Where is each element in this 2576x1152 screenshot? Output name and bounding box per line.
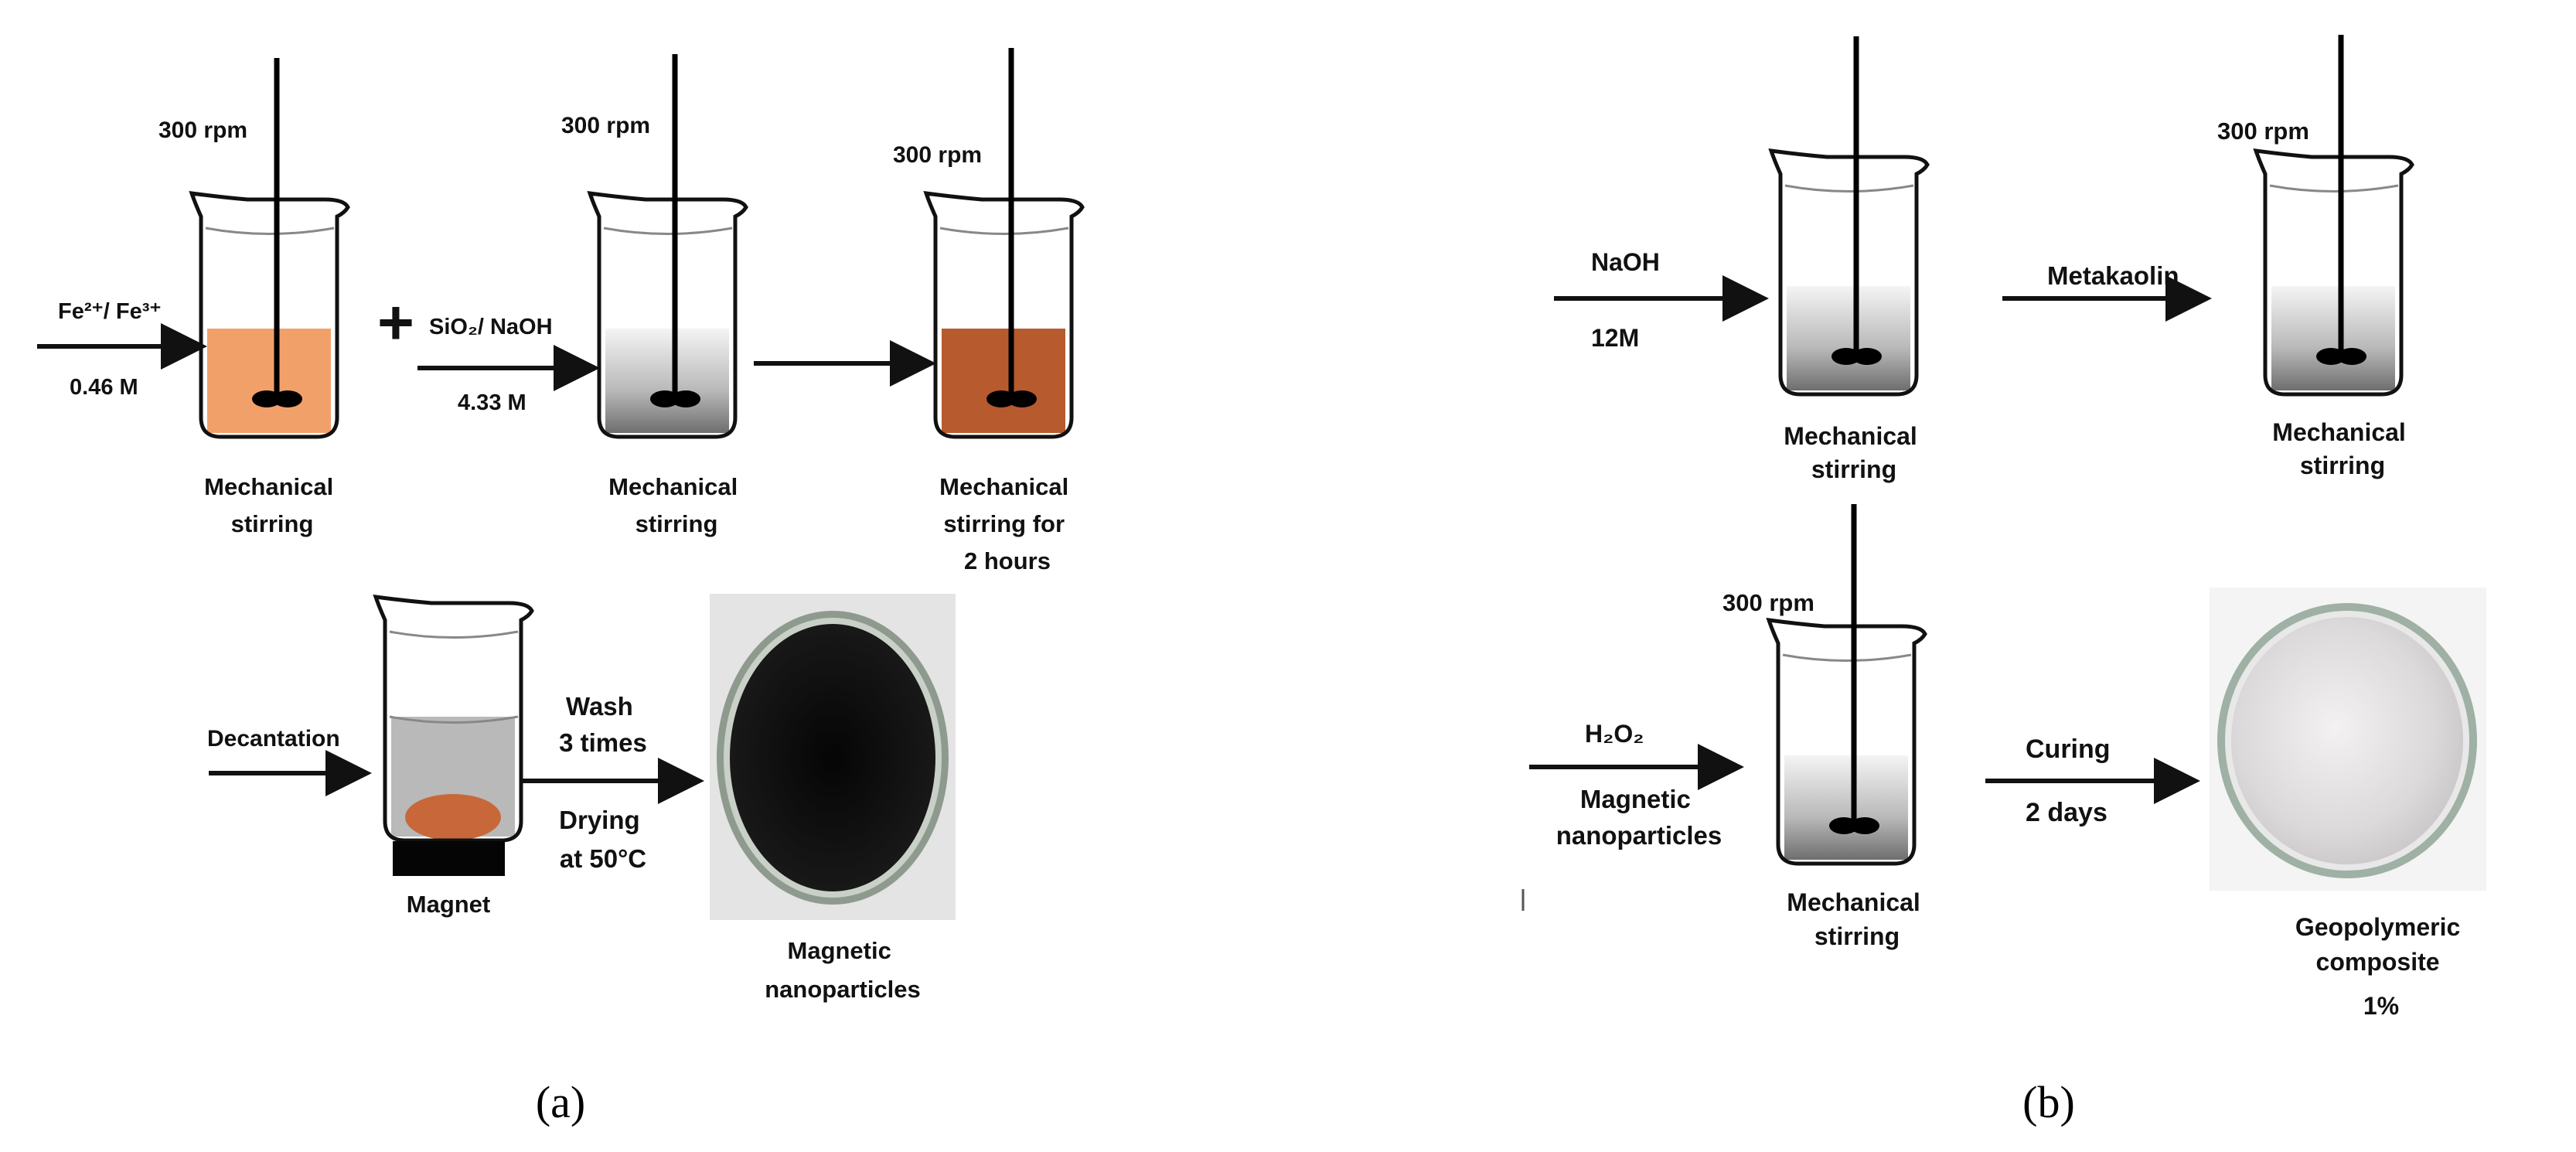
decantation-label: Decantation [207,726,340,752]
beaker-outline [189,190,350,439]
input-concentration-naoh: 12M [1591,324,1639,352]
input-label-fe: Fe²⁺/ Fe³⁺ [58,299,162,324]
stirrer-blade [1829,817,1859,834]
panel-b: NaOH 12M Mechanical stirring Metakaolin … [1521,35,2486,1127]
speed-label: 300 rpm [2217,118,2309,145]
caption-b-step3: Mechanical stirring [1787,888,1927,950]
speed-label: 300 rpm [158,118,247,143]
panel-label-a: (a) [536,1077,585,1127]
stirrer-blade [650,390,680,407]
wash-label: Wash 3 times [559,692,647,757]
liquid-stirred-mixture [942,329,1065,433]
caption-b-step1: Mechanical stirring [1784,422,1923,483]
geopolymer-composite-photo [2210,588,2486,891]
beaker-decantation [373,594,534,843]
drying-label: Drying at 50°C [559,806,647,873]
plus-sign: + [377,288,414,358]
caption-composite: Geopolymeric composite 1% [2295,913,2467,1020]
stirrer-blade [1831,348,1861,365]
panel-label-b: (b) [2022,1077,2075,1127]
beaker-outline [587,190,748,439]
input-concentration-fe: 0.46 M [70,375,138,400]
stirrer-blade [252,390,281,407]
panel-a: 300 rpm Fe²⁺/ Fe³⁺ 0.46 M Mechanical sti… [37,48,1085,1127]
stirrer-blade [2316,348,2346,365]
beaker-metakaolin [2253,35,2414,397]
magnetic-nanoparticles-photo [710,594,956,920]
speed-label: 300 rpm [893,142,982,168]
input-label-nanoparticles: Magnetic nanoparticles [1556,785,1722,850]
input-label-naoh: NaOH [1591,248,1660,276]
beaker-outline [1766,617,1927,866]
caption-b-step2: Mechanical stirring [2272,418,2412,479]
liquid-metakaolin [2271,286,2395,390]
input-label-silica: SiO₂/ NaOH [429,315,553,339]
input-label-metakaolin: Metakaolin [2047,261,2179,290]
curing-duration: 2 days [2026,798,2107,827]
beaker-outline [2253,148,2414,397]
beaker-naoh [1768,36,1930,397]
magnet-label: Magnet [407,891,491,918]
speed-label: 300 rpm [1722,589,1814,616]
liquid-fe-solution [207,329,331,433]
beaker-outline [923,190,1085,439]
stirrer-blade [986,390,1016,407]
beaker-stirred-mixture [923,48,1085,439]
liquid-naoh [1787,286,1910,390]
caption-nanoparticles: Magnetic nanoparticles [765,937,921,1003]
beaker-fe-solution [189,58,350,439]
beaker-outline [373,594,534,843]
input-concentration-silica: 4.33 M [458,390,526,415]
caption-step2: Mechanical stirring [608,473,745,537]
caption-step3: Mechanical stirring for 2 hours [939,473,1075,574]
beaker-silica-solution [587,54,748,439]
settled-magnetic-particles [405,794,501,840]
curing-label: Curing [2026,734,2111,764]
liquid-peroxide [1784,755,1908,860]
liquid-silica-solution [605,329,729,433]
speed-label: 300 rpm [561,113,650,138]
input-label-h2o2: H₂O₂ [1585,720,1644,748]
beaker-outline [1768,148,1930,397]
magnet-block [393,841,505,876]
caption-step1: Mechanical stirring [204,473,340,537]
beaker-peroxide [1766,504,1927,866]
